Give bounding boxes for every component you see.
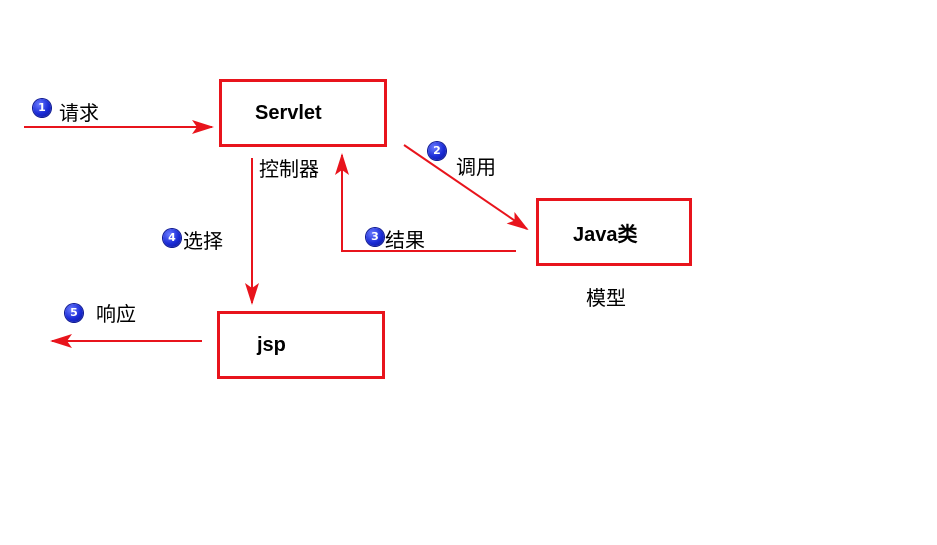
java-title: Java类 xyxy=(573,223,638,246)
step-4-badge: 4 xyxy=(163,229,181,247)
step-3-label: 结果 xyxy=(385,228,425,252)
step-3-badge: 3 xyxy=(366,228,384,246)
step-1-badge: 1 xyxy=(33,99,51,117)
java-caption: 模型 xyxy=(586,286,626,310)
java-box: Java类 xyxy=(536,198,692,266)
call-arrow xyxy=(403,144,529,231)
step-4-label: 选择 xyxy=(183,229,223,253)
step-5-badge: 5 xyxy=(65,304,83,322)
servlet-title: Servlet xyxy=(255,101,322,124)
jsp-title: jsp xyxy=(257,333,286,356)
servlet-box: Servlet xyxy=(219,79,387,147)
step-1-label: 请求 xyxy=(59,101,99,125)
step-2-badge: 2 xyxy=(428,142,446,160)
servlet-caption: 控制器 xyxy=(259,157,319,181)
step-5-label: 响应 xyxy=(96,302,136,326)
result-arrow xyxy=(335,153,516,252)
step-2-label: 调用 xyxy=(456,155,496,179)
jsp-box: jsp xyxy=(217,311,385,379)
